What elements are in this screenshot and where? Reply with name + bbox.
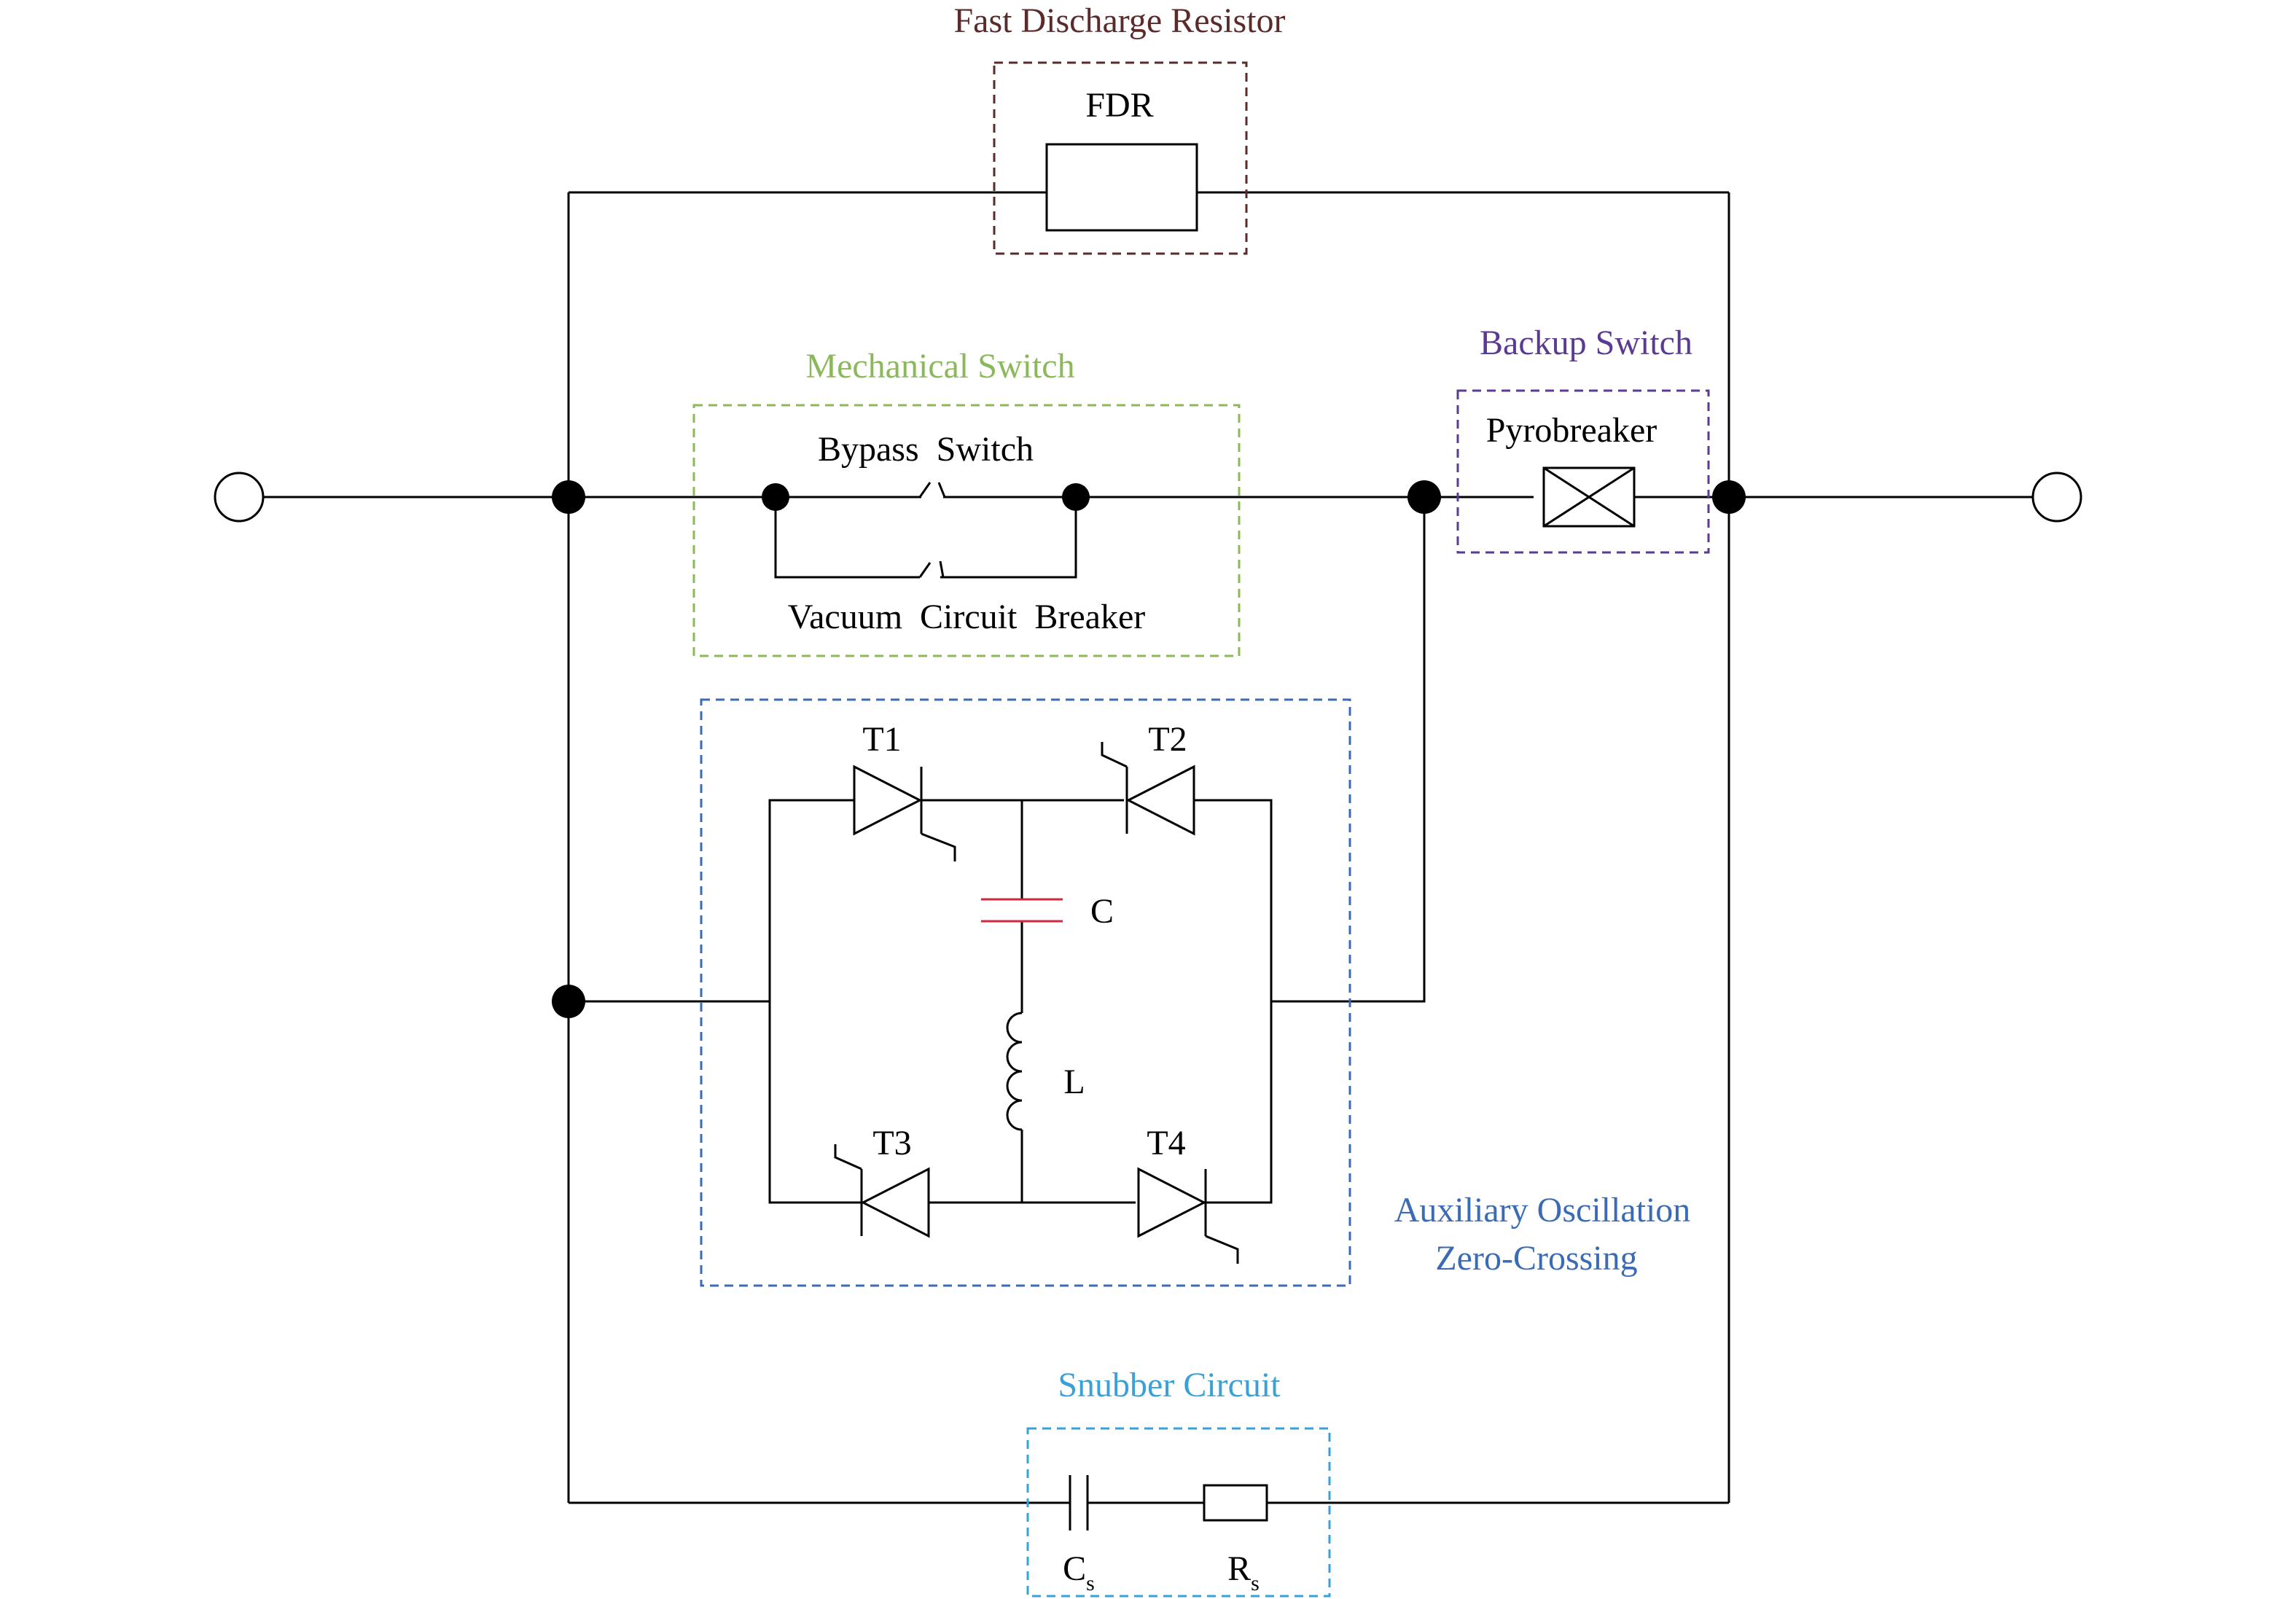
aux-right-feed: [1271, 497, 1426, 1003]
terminals: [214, 472, 2082, 523]
mechanical-switch-box: [692, 404, 1241, 657]
mechanical-switch-group: Mechanical Switch Bypass Switch Vacuum C…: [692, 347, 1241, 657]
capacitor-c: [981, 898, 1063, 923]
backup-switch-box: [1456, 389, 1710, 554]
t2-label: T2: [1148, 720, 1187, 759]
fdr-label: FDR: [1085, 86, 1153, 125]
t1-label: T1: [862, 720, 901, 759]
snubber-resistor: [1203, 1484, 1268, 1522]
vacuum-breaker-loop-left: [774, 497, 920, 579]
snubber-box: [1026, 1427, 1331, 1598]
pyrobreaker-symbol: [1542, 466, 1636, 528]
aux-bridge-bottom-left: [768, 1001, 862, 1204]
junction-left-main: [552, 480, 585, 514]
junction-right-main: [1712, 480, 1746, 514]
aux-bridge-bottom-right: [1204, 1001, 1273, 1204]
thyristor-t2: [1101, 742, 1195, 836]
fdr-group-box: [993, 61, 1248, 255]
fdr-group-title: Fast Discharge Resistor: [953, 1, 1285, 40]
aux-oscillation-group: Auxiliary Oscillation Zero-Crossing T1 T…: [700, 698, 1691, 1287]
inductor-l: [1006, 1012, 1023, 1131]
junctions: [552, 480, 1746, 1018]
snubber-res-label-main: R: [1227, 1549, 1251, 1588]
snubber-res-label: Rs: [1227, 1549, 1260, 1595]
vacuum-breaker-symbol: [918, 560, 945, 578]
junction-aux-left: [552, 985, 585, 1018]
pyrobreaker-label: Pyrobreaker: [1486, 411, 1657, 450]
snubber-cap-label: Cs: [1063, 1549, 1095, 1595]
fdr-resistor: [1045, 143, 1198, 232]
t3-label: T3: [872, 1124, 911, 1162]
snubber-group: Snubber Circuit Cs Rs: [1026, 1366, 1331, 1598]
vacuum-breaker-loop-right: [940, 497, 1077, 579]
thyristor-t4: [1137, 1167, 1239, 1264]
left-terminal: [214, 472, 265, 523]
aux-oscillation-title-line2: Zero-Crossing: [1435, 1239, 1637, 1278]
t4-label: T4: [1147, 1124, 1185, 1162]
fdr-group: Fast Discharge Resistor FDR: [953, 1, 1286, 255]
mechanical-switch-title: Mechanical Switch: [805, 347, 1074, 386]
aux-bridge-top-right: [1194, 799, 1273, 1001]
wires: [262, 191, 2032, 1504]
right-terminal: [2031, 472, 2082, 523]
snubber-cap-label-sub: s: [1086, 1571, 1095, 1595]
aux-oscillation-box: [700, 698, 1351, 1287]
snubber-res-label-sub: s: [1251, 1571, 1260, 1595]
aux-bridge-top-left: [768, 799, 854, 1001]
bypass-switch-label: Bypass Switch: [818, 430, 1034, 469]
junction-before-pyro: [1407, 480, 1441, 514]
vacuum-breaker-label: Vacuum Circuit Breaker: [788, 598, 1146, 636]
aux-oscillation-title-line1: Auxiliary Oscillation: [1394, 1191, 1691, 1229]
thyristor-t3: [834, 1144, 930, 1238]
snubber-cap-label-main: C: [1063, 1549, 1086, 1588]
inductor-l-label: L: [1063, 1063, 1085, 1101]
snubber-capacitor: [1069, 1475, 1089, 1530]
thyristor-t1: [853, 765, 956, 861]
snubber-title: Snubber Circuit: [1058, 1366, 1281, 1404]
backup-switch-group: Backup Switch Pyrobreaker: [1456, 324, 1710, 554]
capacitor-c-label: C: [1090, 892, 1114, 931]
backup-switch-title: Backup Switch: [1480, 324, 1692, 362]
bypass-switch-symbol: [776, 482, 1076, 499]
